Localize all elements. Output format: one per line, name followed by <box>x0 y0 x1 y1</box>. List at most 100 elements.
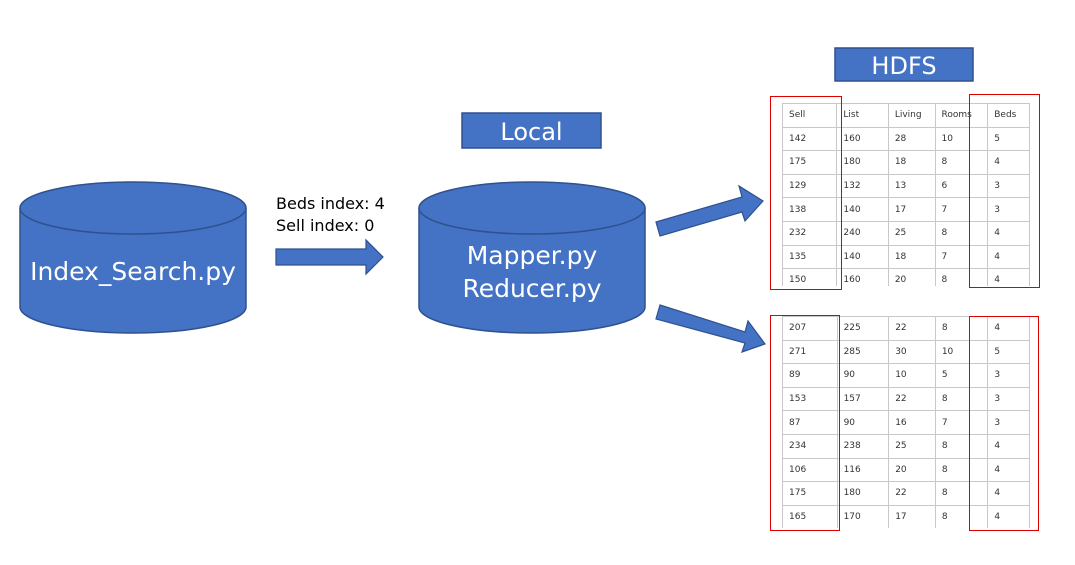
table-cell: 90 <box>836 410 890 435</box>
table-cell: 142 <box>781 126 838 152</box>
table-cell: 4 <box>987 268 1030 286</box>
table-cell: 7 <box>934 244 989 270</box>
table-cell: 90 <box>836 363 890 388</box>
table-cell: 16 <box>888 410 936 435</box>
table-header-cell: Rooms <box>934 103 989 128</box>
mapper-reducer-cylinder: Mapper.py Reducer.py <box>418 181 646 334</box>
table-cell: 8 <box>934 316 989 341</box>
beds-index-text: Beds index: 4 <box>276 194 385 213</box>
table-cell: 87 <box>782 410 838 435</box>
table-cell: 157 <box>836 386 890 412</box>
table-header-cell: Beds <box>987 103 1030 128</box>
arrow-to-hdfs-top <box>655 184 764 237</box>
table-cell: 225 <box>836 316 890 341</box>
table-cell: 22 <box>888 481 936 506</box>
table-cell: 17 <box>887 197 936 222</box>
table-cell: 4 <box>987 481 1030 506</box>
table-cell: 20 <box>888 457 936 483</box>
highlight-sell-column-top <box>770 96 842 290</box>
table-cell: 10 <box>888 363 936 388</box>
table-cell: 22 <box>888 386 936 412</box>
table-cell: 4 <box>987 244 1030 270</box>
table-header-cell: Sell <box>781 103 838 128</box>
table-cell: 3 <box>987 410 1030 435</box>
table-cell: 175 <box>781 150 838 175</box>
arrow-to-mapper <box>275 238 384 276</box>
arrow-to-hdfs-bottom <box>655 304 766 353</box>
table-cell: 17 <box>888 504 936 528</box>
table-cell: 3 <box>987 363 1030 388</box>
reducer-label: Reducer.py <box>462 274 601 303</box>
table-cell: 22 <box>888 316 936 341</box>
table-cell: 129 <box>781 173 838 199</box>
table-cell: 140 <box>836 244 889 270</box>
highlight-beds-column-bottom <box>969 316 1039 531</box>
table-cell: 3 <box>987 173 1030 199</box>
table-cell: 240 <box>836 220 889 246</box>
table-cell: 30 <box>888 339 936 365</box>
table-cell: 20 <box>887 268 936 286</box>
table-cell: 4 <box>987 150 1030 175</box>
table-cell: 4 <box>987 504 1030 528</box>
table-cell: 153 <box>782 386 838 412</box>
table-cell: 4 <box>987 316 1030 341</box>
table-cell: 180 <box>836 150 889 175</box>
table-cell: 271 <box>782 339 838 365</box>
table-cell: 160 <box>836 268 889 286</box>
table-cell: 3 <box>987 386 1030 412</box>
table-cell: 140 <box>836 197 889 222</box>
table-cell: 116 <box>836 457 890 483</box>
index-search-label: Index_Search.py <box>30 257 236 286</box>
table-header-cell: Living <box>887 103 936 128</box>
table-cell: 170 <box>836 504 890 528</box>
table-cell: 18 <box>887 244 936 270</box>
table-cell: 8 <box>934 457 989 483</box>
table-cell: 25 <box>887 220 936 246</box>
local-box: Local <box>461 112 602 149</box>
highlight-beds-column-top <box>969 94 1040 288</box>
table-cell: 160 <box>836 126 889 152</box>
table-cell: 180 <box>836 481 890 506</box>
table-cell: 234 <box>782 433 838 459</box>
hdfs-box: HDFS <box>834 47 974 82</box>
table-cell: 232 <box>781 220 838 246</box>
highlight-sell-column-bottom <box>770 315 840 531</box>
table-cell: 5 <box>987 339 1030 365</box>
table-cell: 28 <box>887 126 936 152</box>
table-cell: 238 <box>836 433 890 459</box>
table-cell: 13 <box>887 173 936 199</box>
table-cell: 175 <box>782 481 838 506</box>
local-label: Local <box>500 118 562 146</box>
table-cell: 8 <box>934 220 989 246</box>
index-search-cylinder: Index_Search.py <box>19 181 247 334</box>
table-header-cell: List <box>836 103 889 128</box>
table-cell: 8 <box>934 481 989 506</box>
table-cell: 132 <box>836 173 889 199</box>
table-cell: 5 <box>934 363 989 388</box>
table-cell: 106 <box>782 457 838 483</box>
table-cell: 7 <box>934 410 989 435</box>
table-cell: 10 <box>934 339 989 365</box>
table-cell: 285 <box>836 339 890 365</box>
table-cell: 4 <box>987 457 1030 483</box>
sell-index-text: Sell index: 0 <box>276 216 374 235</box>
